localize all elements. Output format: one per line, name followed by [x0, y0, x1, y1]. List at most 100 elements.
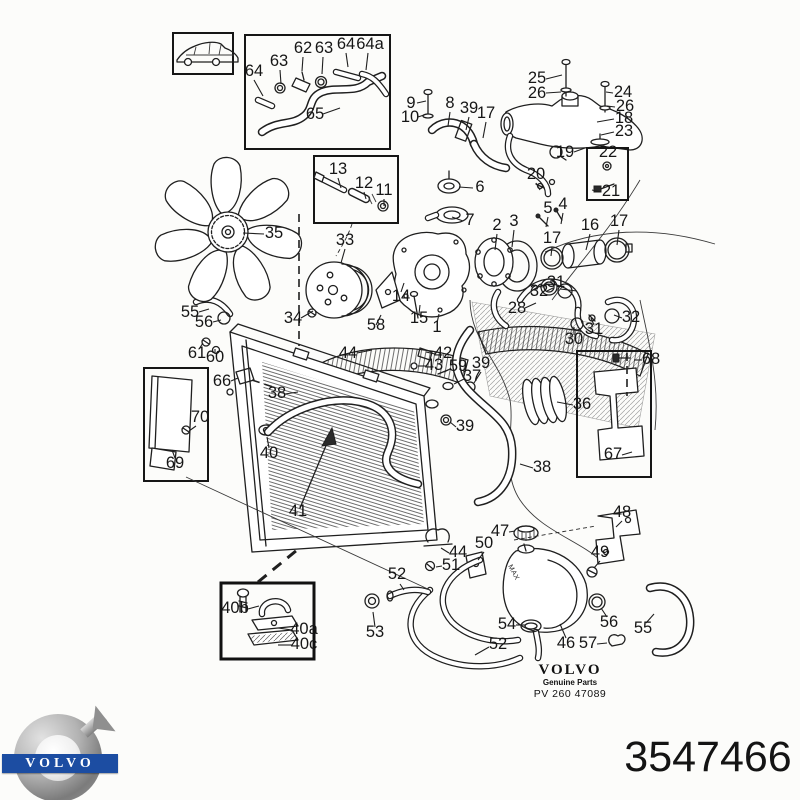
callout-55: 55 [634, 619, 652, 637]
callout-38: 38 [533, 458, 551, 476]
callout-46: 46 [557, 634, 575, 652]
callout-leader-19 [573, 147, 586, 153]
callout-2: 2 [492, 216, 501, 234]
filler-pipe [500, 58, 643, 227]
callout-11: 11 [375, 181, 392, 199]
callout-leader-34 [300, 310, 314, 319]
hose-kit-box [244, 34, 391, 150]
callout-69: 69 [166, 454, 184, 472]
callout-leader-12 [363, 191, 367, 200]
callout-leader-70 [188, 425, 197, 432]
callout-leader-4 [560, 212, 564, 225]
callout-leader-38 [284, 391, 299, 395]
callout-leader-57 [596, 642, 608, 645]
pump-cover [474, 237, 538, 292]
heater-pipes [490, 278, 638, 344]
callout-leader-8 [447, 111, 451, 127]
callout-12: 12 [355, 174, 373, 192]
part-number: 3547466 [624, 733, 792, 781]
callout-leader-33 [340, 248, 346, 264]
callout-8: 8 [445, 94, 454, 112]
callout-leader-64 [345, 52, 349, 68]
callout-leader-40a [277, 627, 293, 631]
inlet-elbow [422, 88, 511, 173]
callout-36: 36 [573, 395, 591, 413]
callout-leader-18 [596, 118, 615, 123]
lower-hoses [263, 325, 568, 507]
callout-leader-39 [449, 421, 457, 428]
thermostat [424, 170, 469, 224]
callout-50: 50 [475, 534, 493, 552]
callout-14: 14 [392, 287, 410, 305]
callout-leader-59 [443, 368, 451, 373]
callout-leader-7 [451, 216, 464, 222]
callout-6: 6 [475, 178, 484, 196]
callout-40c: 40c [291, 635, 318, 653]
logo-band: VOLVO [2, 754, 118, 773]
expansion-tank [407, 509, 695, 670]
callout-leader-65 [322, 107, 341, 115]
callout-leader-26 [545, 91, 562, 94]
callout-leader-36 [556, 401, 574, 406]
callout-68: 68 [642, 350, 660, 368]
callout-51: 51 [442, 556, 460, 574]
callout-9: 9 [406, 94, 415, 112]
callout-leader-31 [559, 288, 578, 292]
callout-41: 41 [289, 502, 307, 520]
callout-61: 61 [188, 344, 206, 362]
callout-5: 5 [543, 199, 552, 217]
callout-leader-44 [440, 547, 450, 554]
callout-leader-62 [301, 56, 304, 72]
callout-56: 56 [195, 313, 213, 331]
callout-10: 10 [401, 108, 419, 126]
sensor-leader [335, 223, 353, 257]
hose-16 [540, 237, 633, 270]
callout-leader-20 [535, 182, 541, 191]
callout-leader-2 [494, 233, 498, 251]
callout-leader-32 [613, 314, 623, 319]
callout-leader-9 [416, 100, 427, 104]
fan-assembly [154, 156, 303, 303]
callout-leader-63 [279, 69, 282, 85]
callout-43: 43 [425, 356, 443, 374]
callout-31: 31 [547, 273, 565, 291]
callout-leader-69 [171, 449, 176, 459]
callout-leader-49 [593, 560, 601, 569]
callout-leader-61 [198, 342, 204, 350]
callout-leader-14 [400, 282, 405, 293]
callout-32: 32 [530, 282, 548, 300]
callout-leader-40b [247, 605, 260, 610]
callout-leader-3 [511, 229, 515, 248]
callout-25: 25 [528, 69, 546, 87]
iron-mark-arrowhead-icon [92, 705, 119, 732]
water-pump [375, 231, 471, 319]
callout-32: 32 [622, 308, 640, 326]
callout-23: 23 [615, 122, 633, 140]
callout-26: 26 [528, 84, 546, 102]
callout-63: 63 [270, 52, 288, 70]
callout-52: 52 [489, 635, 507, 653]
callout-34: 34 [284, 309, 302, 327]
callout-35: 35 [265, 224, 283, 242]
callout-38: 38 [268, 384, 286, 402]
callout-40b: 40b [221, 599, 249, 617]
callout-leader-44 [356, 349, 373, 354]
callout-52: 52 [388, 565, 406, 583]
callout-leader-6 [458, 186, 474, 189]
callout-leader-66 [230, 377, 239, 382]
callout-63: 63 [315, 39, 333, 57]
callout-leader-42 [425, 351, 436, 355]
callout-13: 13 [329, 160, 347, 178]
callout-15: 15 [410, 309, 428, 327]
bracket-inset-box [576, 350, 652, 478]
stamp-subtitle: Genuine Parts [542, 678, 598, 687]
callout-leader-37 [453, 378, 465, 385]
callout-17: 17 [477, 104, 495, 122]
callout-48: 48 [613, 503, 631, 521]
callout-leader-5 [545, 216, 549, 228]
callout-leader-67 [621, 451, 633, 456]
callout-leader-46 [559, 623, 567, 639]
callout-leader-13 [337, 177, 342, 189]
